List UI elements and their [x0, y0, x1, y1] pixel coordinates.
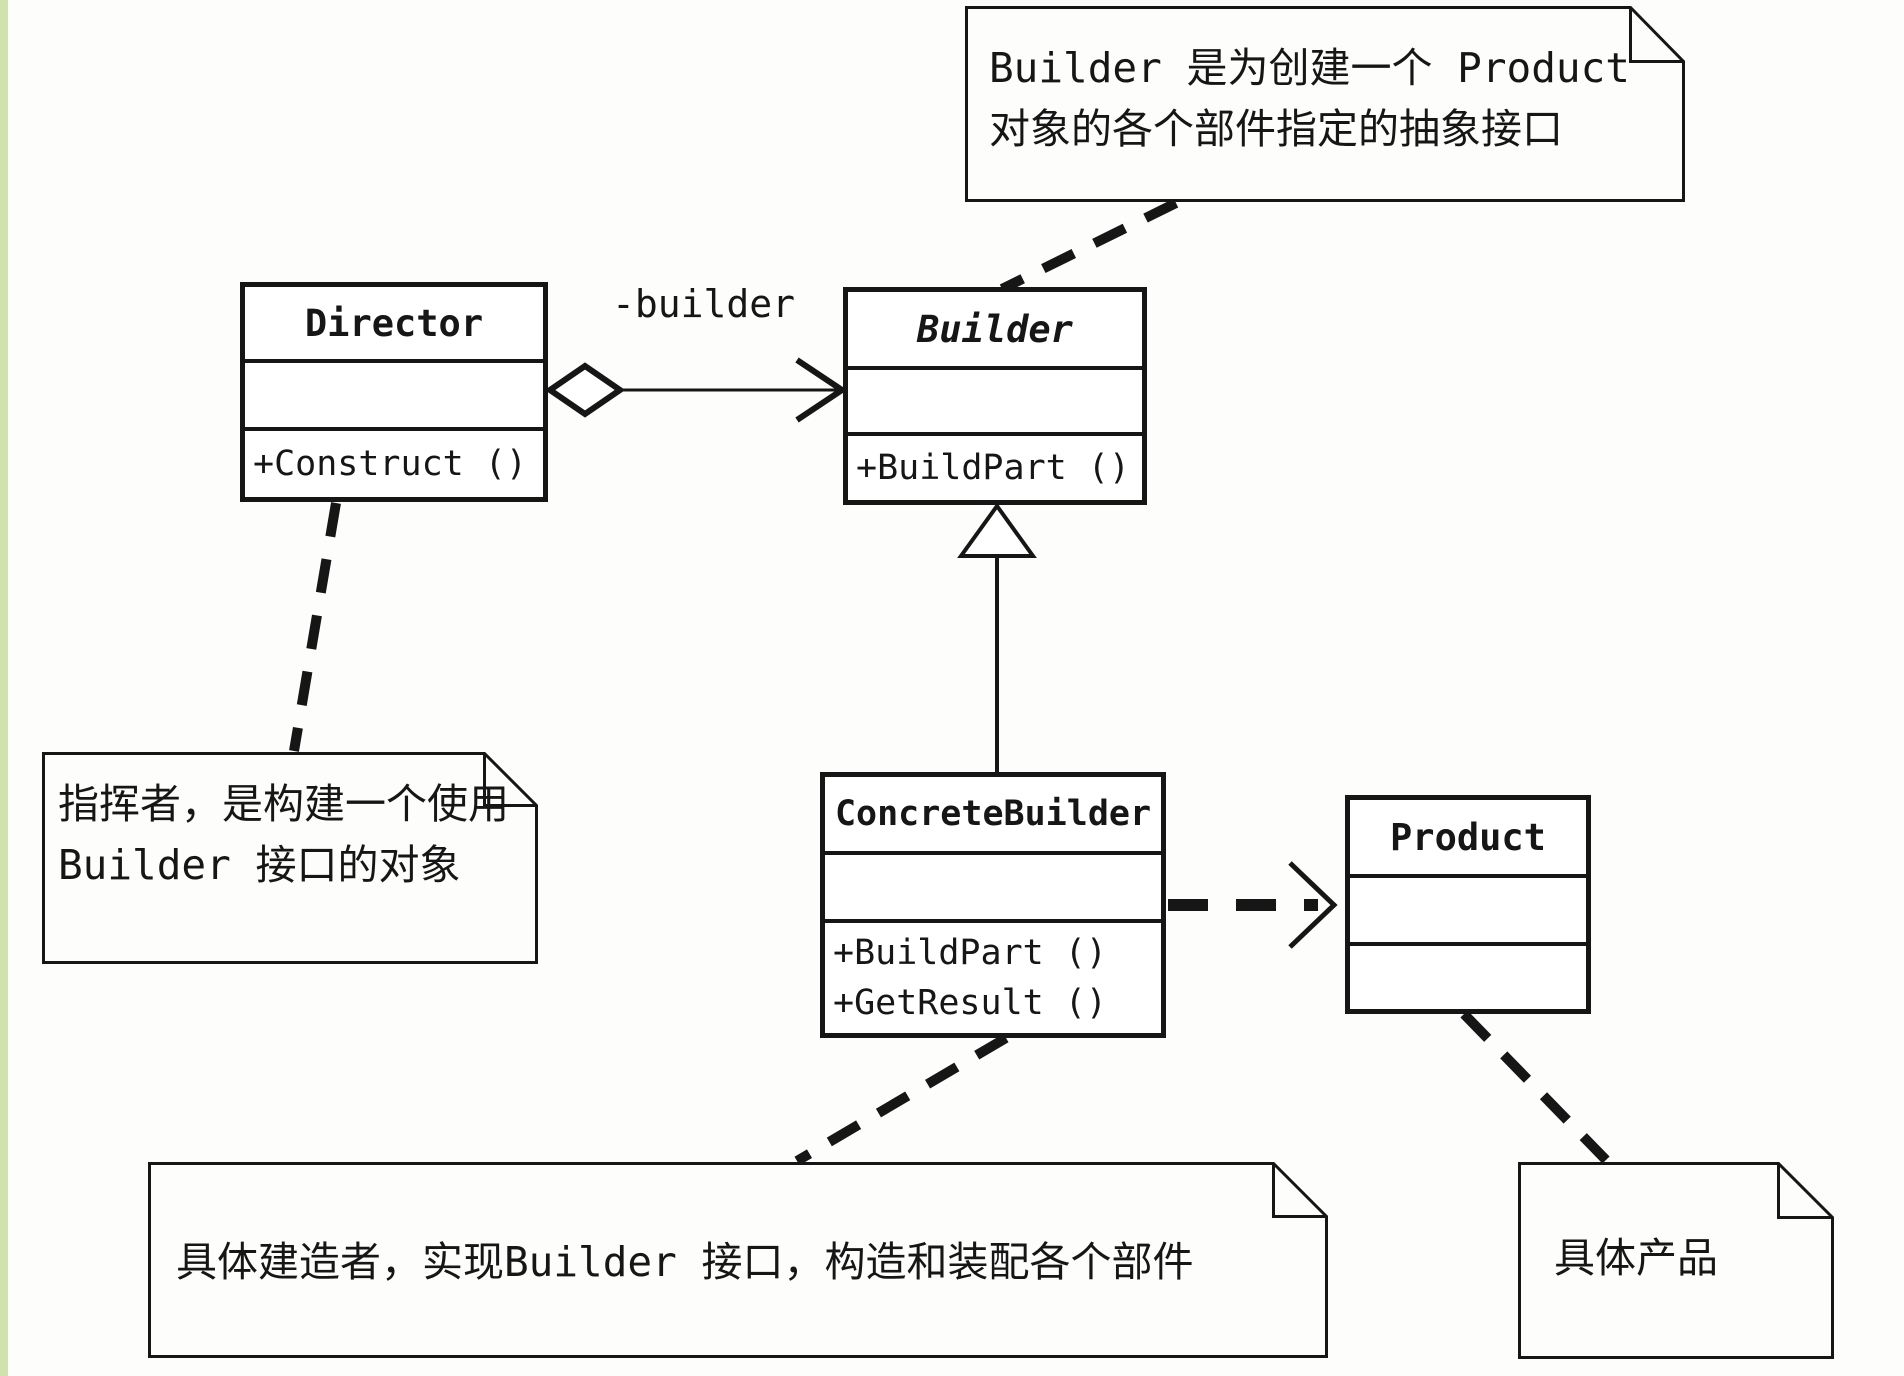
- class-method: +GetResult (): [833, 983, 1107, 1023]
- note-outline: [965, 6, 1685, 202]
- class-method: +BuildPart (): [833, 933, 1107, 973]
- class-title: Product: [1390, 815, 1546, 859]
- note-text-line: Builder 是为创建一个 Product: [989, 44, 1630, 92]
- note-builder: Builder 是为创建一个 Product 对象的各个部件指定的抽象接口: [965, 6, 1685, 202]
- class-method: +BuildPart (): [856, 448, 1130, 488]
- attributes-compartment: [825, 851, 1161, 919]
- dependency-arrowhead-icon: [1288, 861, 1338, 949]
- note-anchor-line-concrete-builder: [794, 1033, 1009, 1166]
- note-fold-icon: [483, 753, 537, 807]
- note-anchor-line-builder: [999, 198, 1179, 294]
- note-fold-icon: [1629, 7, 1684, 63]
- note-text-line: 具体产品: [1554, 1234, 1718, 1282]
- attributes-compartment: [245, 359, 543, 427]
- class-box-product: Product: [1345, 795, 1591, 1014]
- methods-compartment: +BuildPart () +GetResult (): [825, 919, 1161, 1033]
- open-arrowhead-icon: [795, 357, 848, 423]
- note-concrete-builder: 具体建造者，实现Builder 接口，构造和装配各个部件: [148, 1162, 1328, 1358]
- note-fold-icon: [1777, 1163, 1833, 1219]
- aggregation-role-label: -builder: [612, 282, 796, 326]
- class-method: +Construct (): [253, 444, 527, 484]
- class-title: ConcreteBuilder: [834, 794, 1152, 834]
- note-outline: [1518, 1162, 1834, 1359]
- note-text-line: Builder 接口的对象: [58, 841, 461, 889]
- note-fold-icon: [1272, 1163, 1327, 1218]
- class-box-director: Director +Construct (): [240, 282, 548, 502]
- methods-compartment: +BuildPart (): [848, 432, 1142, 500]
- methods-compartment: [1350, 942, 1586, 1009]
- note-outline: [148, 1162, 1328, 1358]
- note-product: 具体产品: [1518, 1162, 1834, 1359]
- attributes-compartment: [1350, 874, 1586, 942]
- generalization-triangle-icon: [957, 502, 1037, 558]
- class-box-concrete-builder: ConcreteBuilder +BuildPart () +GetResult…: [820, 772, 1166, 1038]
- note-text-line: 指挥者，是构建一个使用: [58, 780, 509, 828]
- page-frame-left: [0, 0, 8, 1376]
- attributes-compartment: [848, 366, 1142, 432]
- note-text-line: 对象的各个部件指定的抽象接口: [989, 105, 1563, 153]
- class-box-builder: Builder +BuildPart (): [843, 287, 1147, 505]
- note-director: 指挥者，是构建一个使用 Builder 接口的对象: [42, 752, 538, 964]
- class-title: Director: [304, 301, 484, 345]
- class-title: Builder: [917, 307, 1073, 351]
- note-text-line: 具体建造者，实现Builder 接口，构造和装配各个部件: [176, 1238, 1194, 1286]
- methods-compartment: +Construct (): [245, 427, 543, 497]
- note-anchor-line-director: [289, 502, 341, 752]
- note-outline: [42, 752, 538, 964]
- note-anchor-line-product: [1460, 1010, 1610, 1164]
- aggregation-diamond-icon: [544, 362, 626, 418]
